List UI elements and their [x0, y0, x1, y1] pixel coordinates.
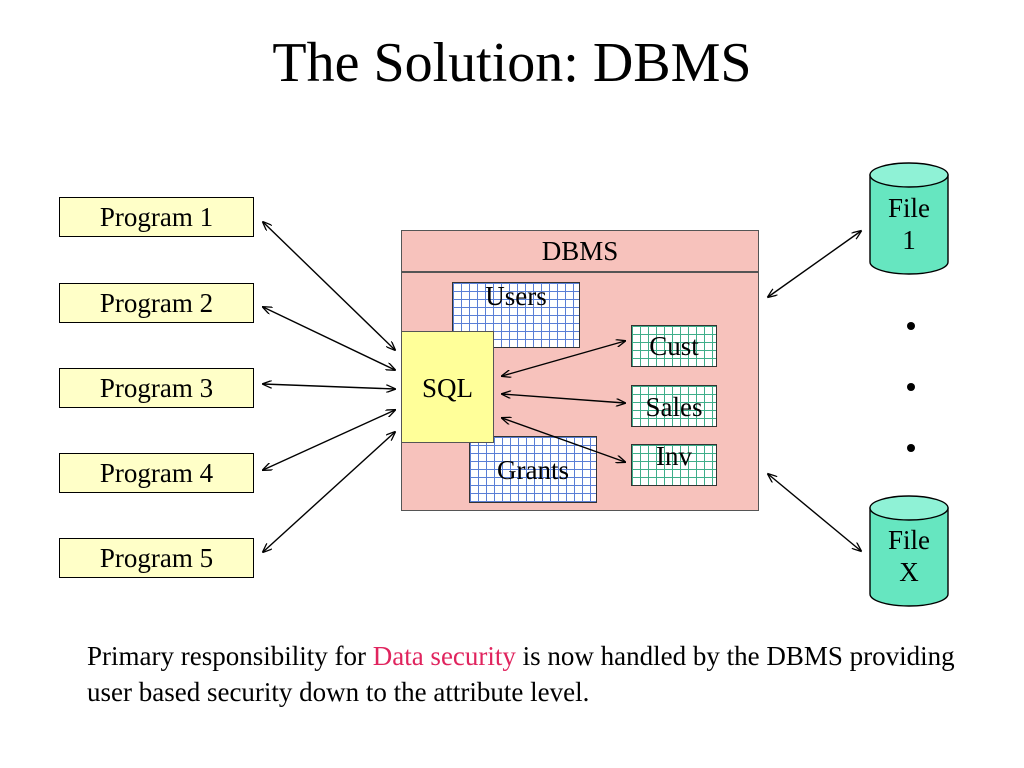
file-1-label-line2: 1 — [902, 225, 916, 255]
caption-after: is now handled by the DBMS providing use… — [87, 641, 955, 707]
arrow-sql-inv — [502, 418, 625, 462]
file-1-cylinder — [869, 162, 949, 275]
file-x-label: File X — [870, 524, 948, 588]
arrow-dbms-file-1 — [768, 231, 861, 297]
users-table-label: Users — [485, 281, 547, 311]
file-x-cylinder — [869, 495, 949, 607]
slide-title: The Solution: DBMS — [272, 32, 752, 94]
caption-highlight: Data security — [372, 641, 516, 671]
caption-before: Primary responsibility for — [87, 641, 373, 671]
file-x-label-line2: X — [899, 557, 919, 587]
program-2-box: Program 2 — [59, 283, 254, 323]
file-1-label-line1: File — [887, 193, 930, 223]
sales-table-label: Sales — [645, 392, 703, 422]
file-1-label: File 1 — [870, 192, 948, 256]
cust-table-label: Cust — [649, 331, 699, 361]
arrow-program-1 — [263, 222, 395, 350]
program-4-box: Program 4 — [59, 453, 254, 493]
arrow-program-4 — [263, 410, 395, 470]
arrow-sql-sales — [502, 394, 625, 403]
ellipsis-dot-2 — [907, 383, 915, 391]
sales-table: Sales — [631, 385, 717, 427]
inv-table: Inv — [631, 441, 717, 486]
file-x-label-line1: File — [887, 525, 930, 555]
program-5-box: Program 5 — [59, 538, 254, 578]
arrow-dbms-file-x — [768, 474, 861, 551]
arrow-program-3 — [263, 384, 395, 389]
caption: Primary responsibility for Data security… — [87, 638, 987, 710]
dbms-label: DBMS — [402, 231, 758, 273]
program-3-box: Program 3 — [59, 368, 254, 408]
arrow-program-2 — [263, 307, 395, 370]
arrow-program-5 — [263, 432, 395, 552]
arrow-sql-cust — [502, 341, 625, 376]
ellipsis-dot-1 — [907, 322, 915, 330]
sql-box: SQL — [401, 331, 494, 443]
program-1-box: Program 1 — [59, 197, 254, 237]
inv-table-label: Inv — [656, 441, 692, 471]
cust-table: Cust — [631, 325, 717, 367]
ellipsis-dot-3 — [907, 444, 915, 452]
